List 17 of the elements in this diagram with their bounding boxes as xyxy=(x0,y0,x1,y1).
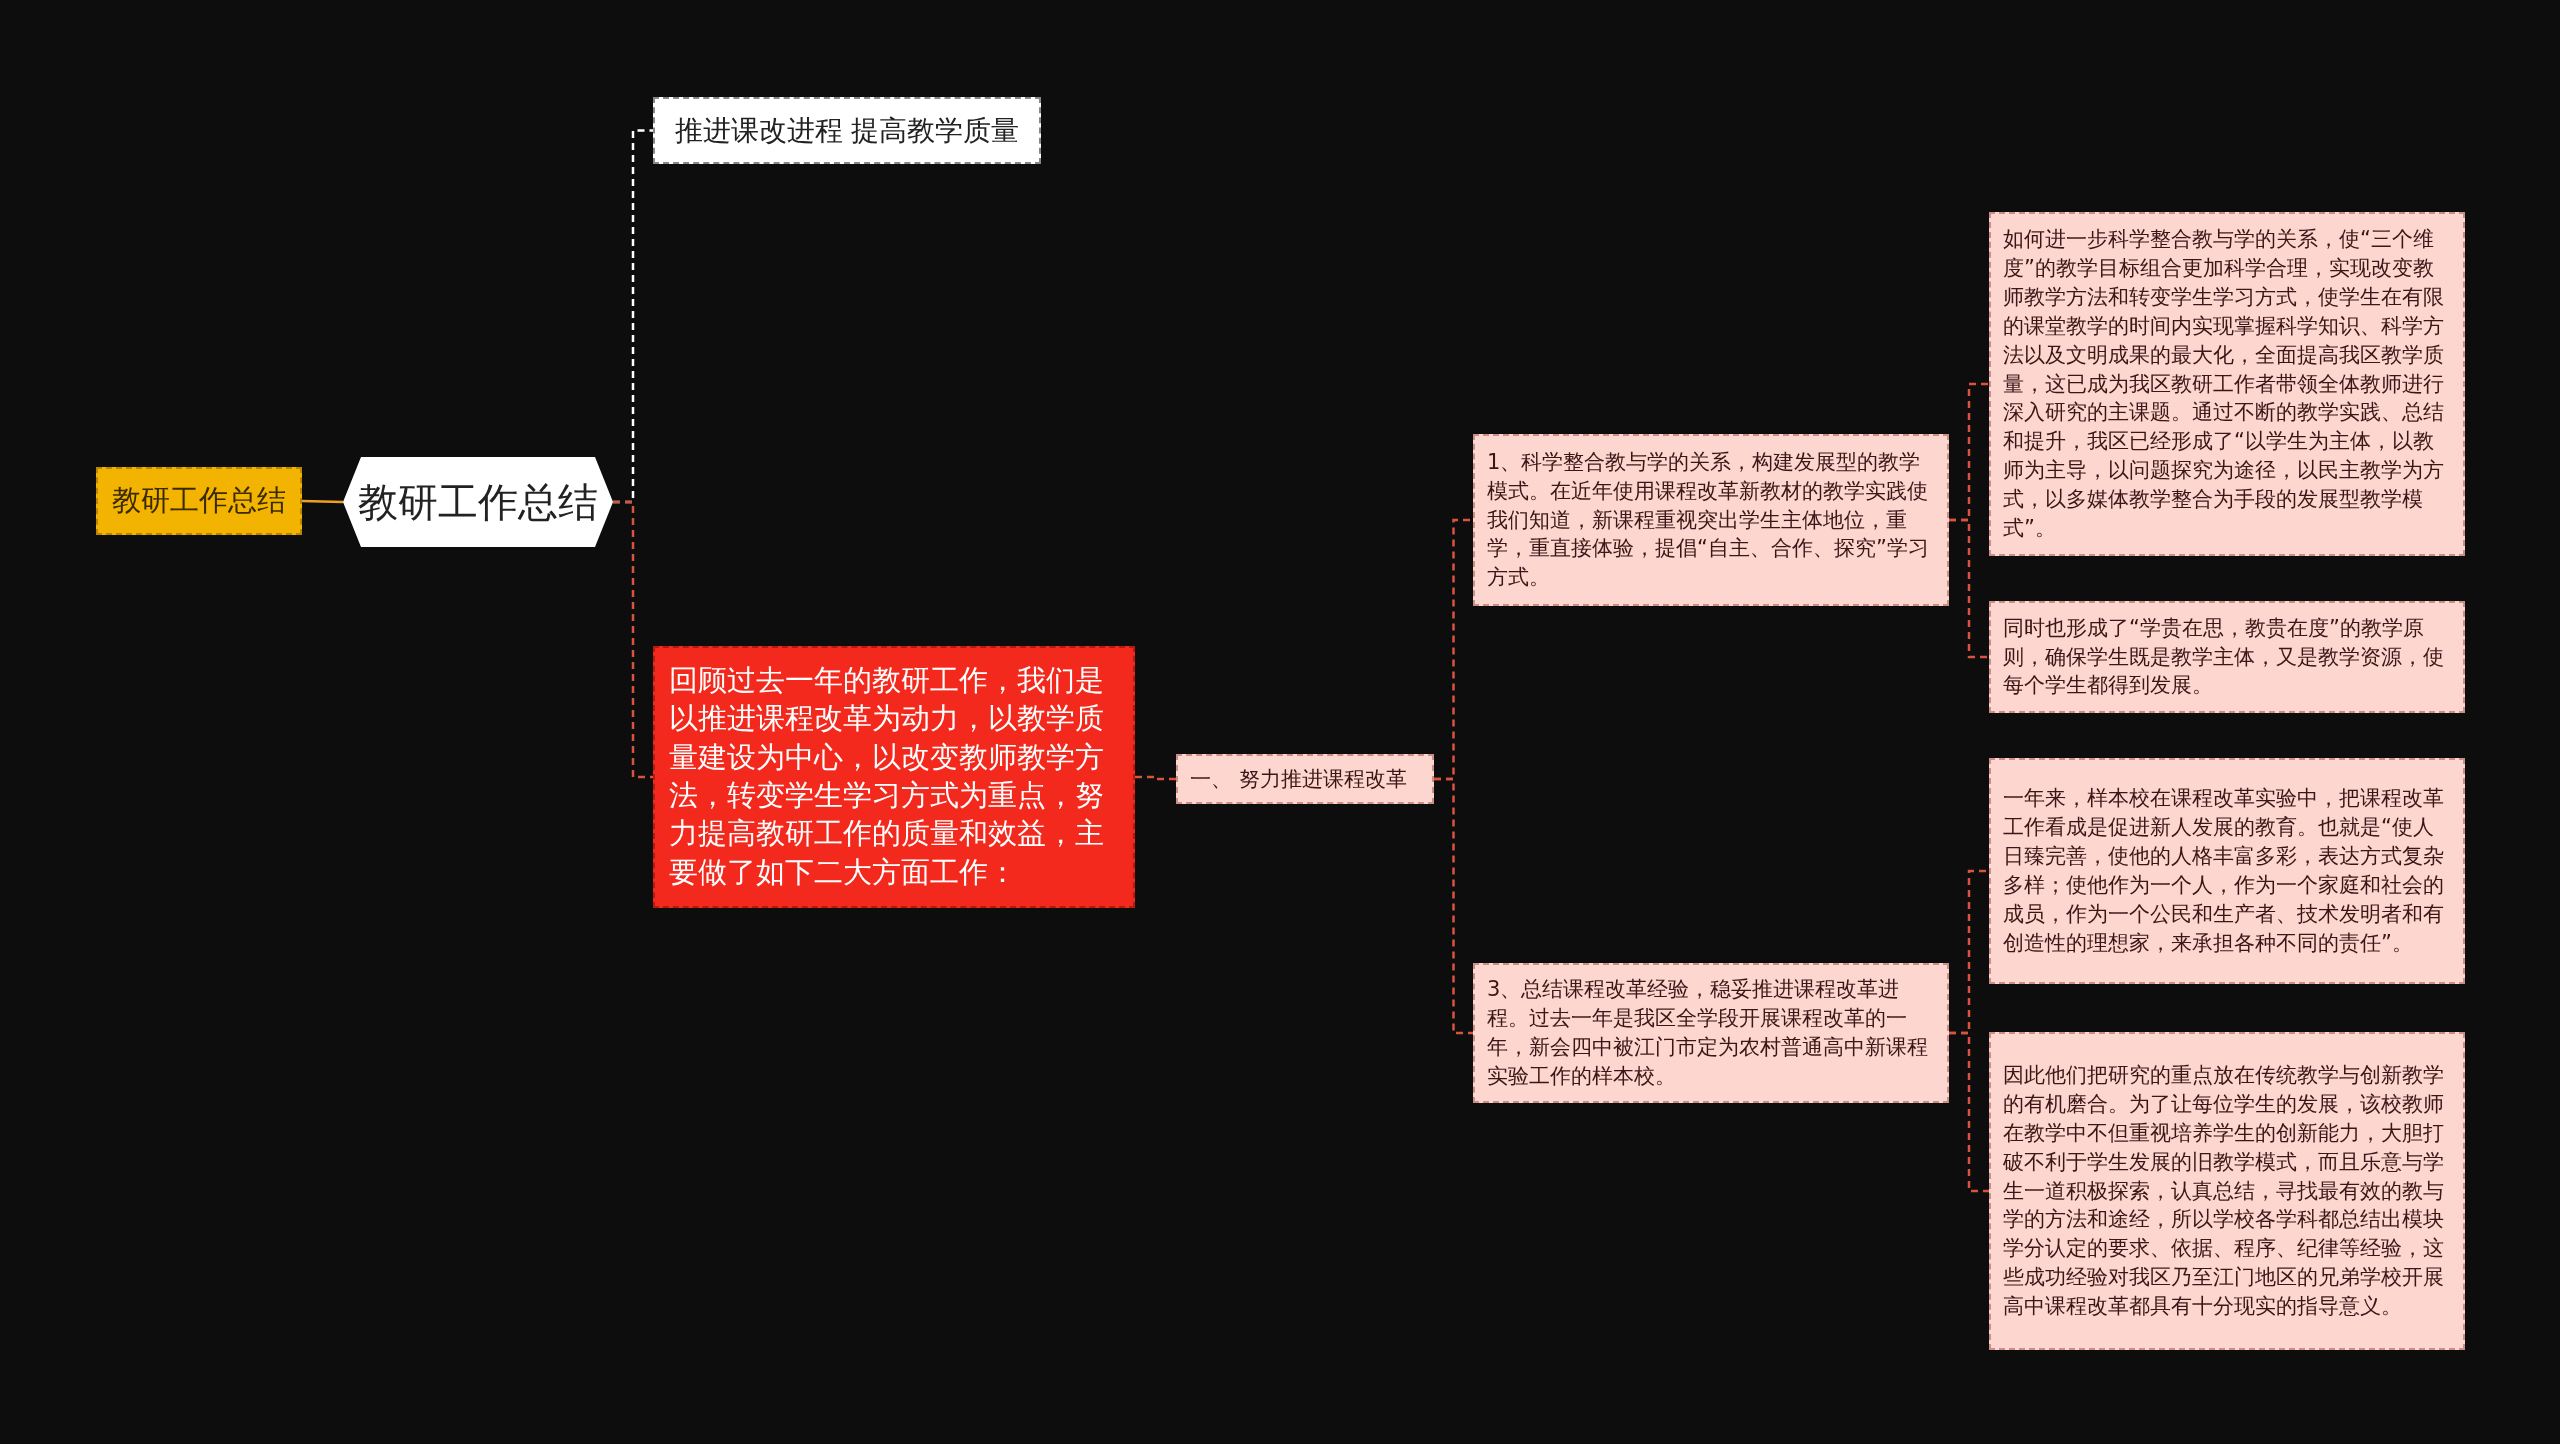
note-box: 一年来，样本校在课程改革实验中，把课程改革工作看成是促进新人发展的教育。也就是“使人日臻完善，使他的人格丰富多彩，表达方式复杂多样；使他作为一个人，作为一个家庭和社会的成员，作为一个公民和生产者、技术发明者和有创造性的理想家，来承担各种不同的责任”。 xyxy=(1989,758,2465,984)
connector-line xyxy=(301,499,344,504)
note-box: 同时也形成了“学贵在思，教贵在度”的教学原则，确保学生既是教学主体，又是教学资源，使每个学生都得到发展。 xyxy=(1989,601,2465,713)
connector-line xyxy=(1135,775,1176,781)
note-box: 因此他们把研究的重点放在传统教学与创新教学的有机磨合。为了让每位学生的发展，该校教师在教学中不但重视培养学生的创新能力，大胆打破不利于学生发展的旧教学模式，而且乐意与学生一道积极探索，认真总结，寻找最有效的教与学的方法和途经，所以学校各学科都总结出模块学分认定的要求、依据、程序、纪律等经验，这些成功经验对我区乃至江门地区的兄弟学校开展高中课程改革都具有十分现实的指导意义。 xyxy=(1989,1032,2465,1350)
central-topic-hexagon: 教研工作总结 xyxy=(343,457,613,547)
topic-tag: 教研工作总结 xyxy=(96,467,302,535)
connector-line xyxy=(613,500,653,779)
note-box: 如何进一步科学整合教与学的关系，使“三个维度”的教学目标组合更加科学合理，实现改变教师教学方法和转变学生学习方式，使学生在有限的课堂教学的时间内实现掌握科学知识、科学方法以及文明成果的最大化，全面提高我区教学质量，这已成为我区教研工作者带领全体教师进行深入研究的主课题。通过不断的教学实践、总结和提升，我区已经形成了“以学生为主体，以教师为主导，以问题探究为途径，以民主教学为方式，以多媒体教学整合为手段的发展型教学模式”。 xyxy=(1989,212,2465,556)
note-box: 1、科学整合教与学的关系，构建发展型的教学模式。在近年使用课程改革新教材的教学实践使我们知道，新课程重视突出学生主体地位，重学，重直接体验，提倡“自主、合作、探究”学习方式。 xyxy=(1473,434,1949,606)
connector-line xyxy=(1434,777,1473,1035)
connector-line xyxy=(1949,1031,1989,1193)
connector-line xyxy=(1949,518,1989,659)
summary-box: 回顾过去一年的教研工作，我们是以推进课程改革为动力，以教学质量建设为中心，以改变教师教学方法，转变学生学习方式为重点，努力提高教研工作的质量和效益，主要做了如下二大方面工作： xyxy=(653,646,1135,908)
topic-box: 推进课改进程 提高教学质量 xyxy=(653,97,1041,164)
note-box: 3、总结课程改革经验，稳妥推进课程改革进程。过去一年是我区全学段开展课程改革的一年，新会四中被江门市定为农村普通高中新课程实验工作的样本校。 xyxy=(1473,963,1949,1103)
note-box: 一、 努力推进课程改革 xyxy=(1176,754,1434,804)
